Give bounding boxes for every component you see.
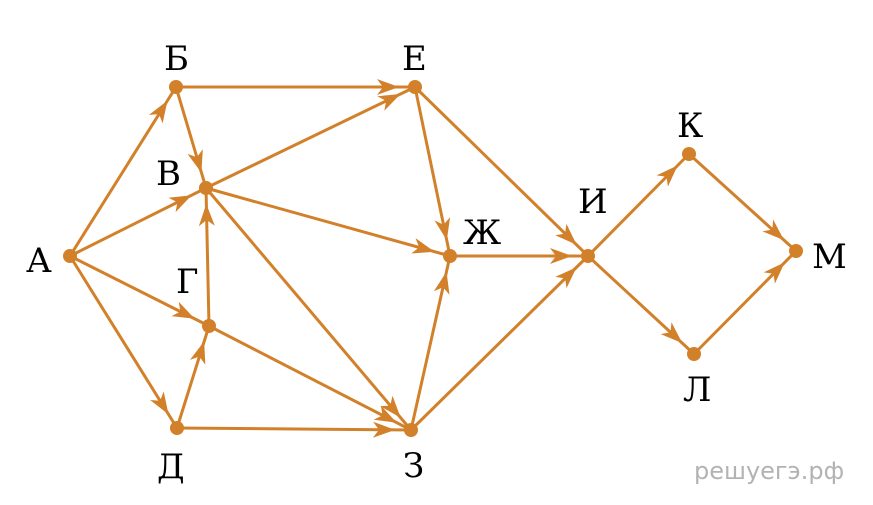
edge-zh-i — [448, 248, 590, 264]
edge-z-zh-arrowhead — [433, 271, 450, 295]
edge-z-i-arrowhead — [555, 267, 577, 289]
edge-b-e — [174, 79, 417, 95]
edge-zh-i-arrowhead — [550, 248, 572, 264]
edge-e-zh — [413, 85, 452, 258]
node-l — [687, 347, 701, 361]
edge-i-k — [586, 152, 691, 258]
edge-v-zh — [204, 186, 452, 258]
edge-i-l — [586, 254, 696, 356]
edge-a-g — [68, 254, 211, 328]
edge-a-v — [68, 186, 208, 258]
edge-g-z-arrowhead — [373, 405, 397, 423]
node-label-m: М — [812, 237, 847, 277]
labels-layer: А Б В Г Д Е Ж З И К Л М — [26, 39, 847, 487]
edge-l-m — [692, 249, 798, 356]
edge-b-v — [174, 85, 208, 190]
node-v — [199, 181, 213, 195]
edge-a-d-arrowhead — [150, 391, 169, 415]
edge-d-g — [175, 324, 211, 430]
node-label-d: Д — [157, 447, 185, 487]
edge-e-i-arrowhead — [555, 223, 577, 245]
edge-b-v-arrowhead — [187, 149, 203, 173]
watermark: решуегэ.рф — [694, 457, 844, 485]
node-label-e: Е — [402, 39, 427, 79]
edge-k-m-arrowhead — [762, 219, 785, 241]
edge-v-zh-arrowhead — [411, 238, 435, 254]
edge-d-z — [175, 421, 413, 438]
edge-g-v-arrowhead — [198, 204, 215, 227]
node-e — [408, 80, 422, 94]
node-a — [63, 249, 77, 263]
edges-layer — [68, 79, 798, 438]
edge-a-b — [68, 85, 178, 258]
node-label-zh: Ж — [463, 213, 501, 253]
edge-a-d — [68, 254, 179, 430]
node-m — [789, 244, 803, 258]
node-label-z: З — [403, 446, 424, 486]
edge-l-m-arrowhead — [763, 262, 785, 284]
node-label-g: Г — [176, 262, 199, 302]
node-label-a: А — [26, 241, 52, 281]
edge-v-z — [204, 186, 413, 432]
node-label-l: Л — [683, 370, 711, 410]
edge-a-g-arrowhead — [171, 301, 195, 319]
edge-a-b-arrowhead — [149, 100, 168, 124]
node-d — [170, 421, 184, 435]
edge-v-e-arrowhead — [377, 94, 401, 111]
edge-z-i — [409, 254, 590, 432]
node-label-v: В — [156, 154, 181, 194]
node-zh — [443, 249, 457, 263]
edge-z-zh — [409, 254, 452, 432]
edge-e-i — [413, 85, 590, 258]
edge-v-e — [204, 85, 417, 190]
node-g — [202, 319, 216, 333]
node-label-k: К — [677, 106, 703, 146]
node-z — [404, 423, 418, 437]
edge-i-l-arrowhead — [660, 322, 683, 344]
edge-b-e-arrowhead — [377, 79, 399, 95]
node-label-b: Б — [164, 39, 189, 79]
edge-e-zh-arrowhead — [434, 217, 451, 241]
node-k — [682, 147, 696, 161]
edge-a-v-arrowhead — [168, 195, 192, 213]
node-b — [169, 80, 183, 94]
edge-i-k-arrowhead — [656, 165, 678, 187]
edge-g-z — [207, 324, 413, 432]
node-label-i: И — [578, 182, 608, 222]
nodes-layer — [63, 80, 803, 437]
edge-v-z-arrowhead — [380, 395, 401, 418]
edge-d-z-arrowhead — [372, 421, 395, 438]
edge-g-v — [198, 186, 215, 328]
edge-d-g-arrowhead — [190, 341, 206, 365]
edge-k-m — [687, 152, 798, 253]
node-i — [581, 249, 595, 263]
